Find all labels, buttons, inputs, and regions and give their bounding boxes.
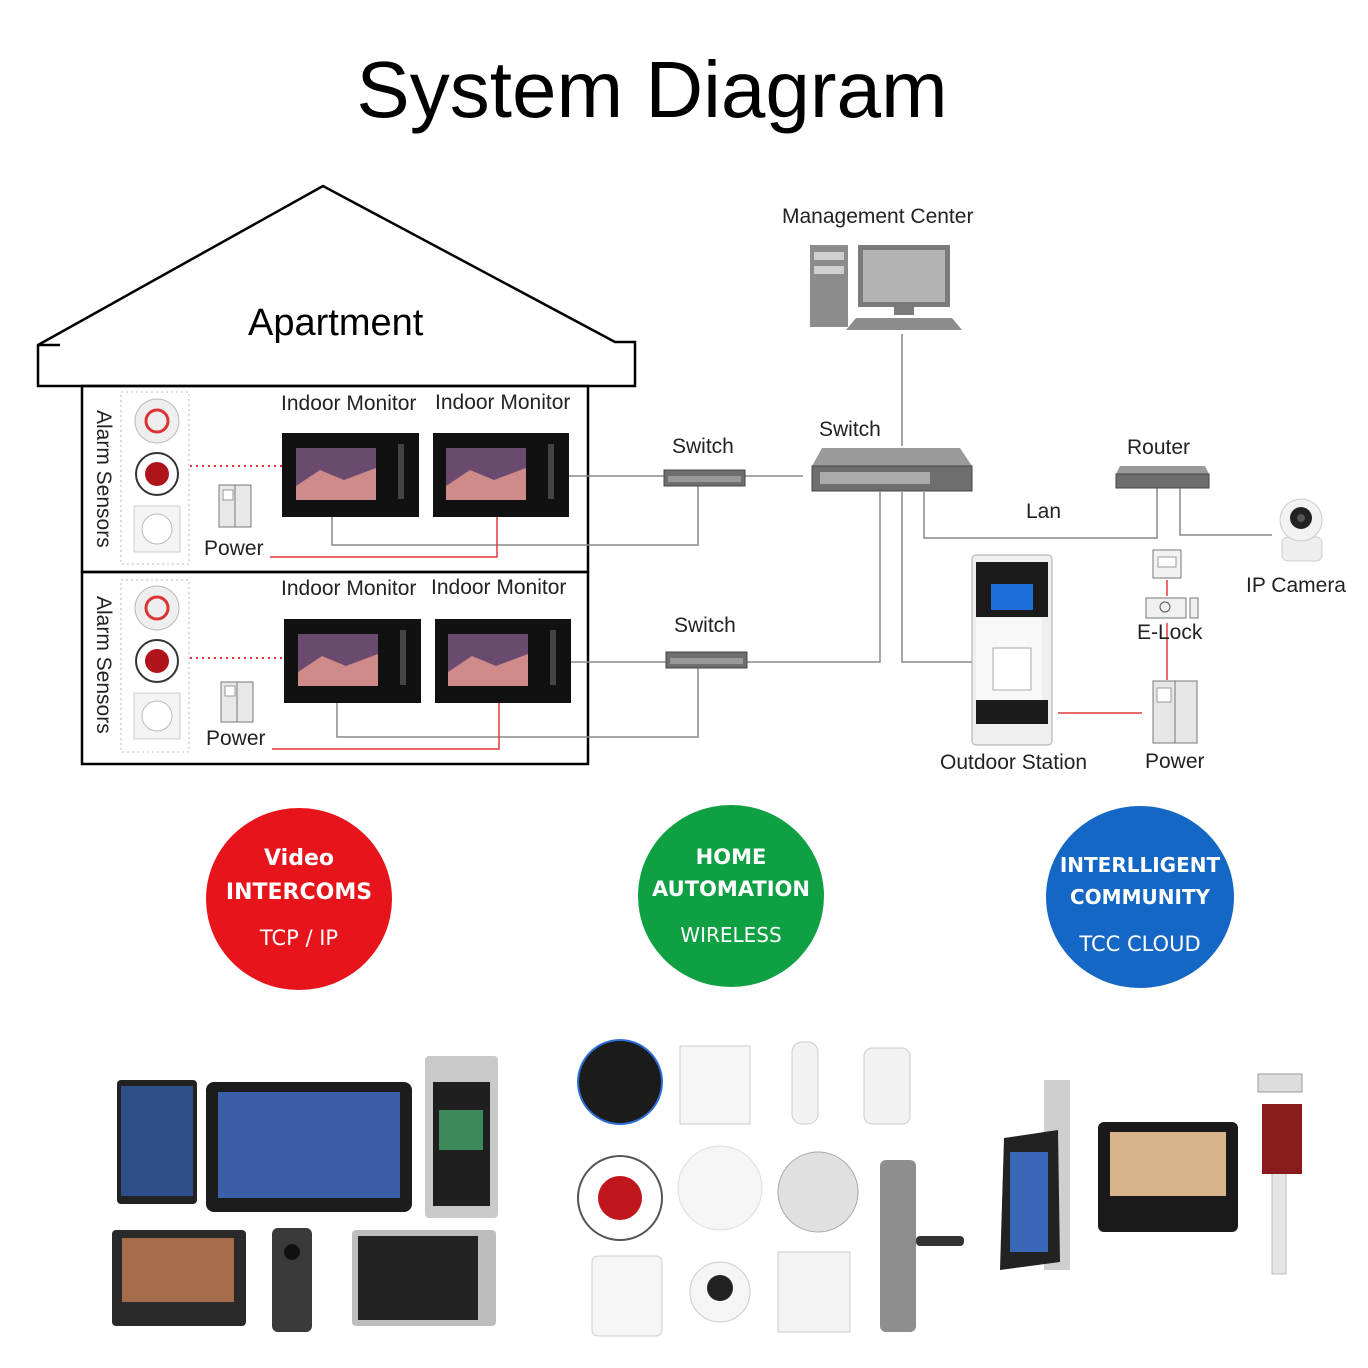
floor-2-switch-label: Switch [674, 614, 736, 637]
apartment-roof [36, 184, 637, 388]
curtain-switch-product [777, 1251, 851, 1333]
pir-sensor-product [863, 1047, 911, 1125]
floor-2-power-supply [220, 681, 254, 723]
floor-2-sensors-label: Alarm Sensors [92, 596, 115, 734]
badge-line3: TCP / IP [259, 926, 339, 950]
floor-2-monitor-2 [435, 619, 571, 703]
e-lock-icon [1145, 597, 1199, 619]
wall-switch-product [679, 1045, 751, 1125]
floor-2-sensors [120, 579, 190, 753]
home-automation-badge: HOME AUTOMATION WIRELESS [638, 805, 824, 987]
floor-1-monitor-2 [433, 433, 569, 517]
page-title: System Diagram [356, 45, 948, 134]
video-monitor-product [112, 1230, 246, 1326]
water-sensor-product [677, 1145, 763, 1231]
floor-2-switch-icon [665, 651, 748, 669]
touch-panel-product [352, 1230, 496, 1326]
floor-2-monitor-1 [284, 619, 421, 703]
floor-1-switch-label: Switch [672, 435, 734, 458]
ip-camera-icon [1279, 498, 1323, 562]
floor-1-monitor-2-label: Indoor Monitor [435, 391, 571, 414]
floor-2-power-label: Power [206, 727, 266, 750]
badge-line1: Video [264, 846, 334, 871]
badge-line3: WIRELESS [680, 923, 782, 947]
badge-line2: INTERCOMS [225, 880, 373, 905]
floor-1-sensors [120, 391, 190, 565]
core-switch-label: Switch [819, 418, 881, 441]
smoke-detector-product [777, 1151, 859, 1233]
doorbell-product [272, 1228, 312, 1332]
floor-2-monitor-2-label: Indoor Monitor [431, 576, 567, 599]
outdoor-station-icon [971, 554, 1053, 746]
management-center-pc-icon [810, 245, 962, 330]
smart-panel-product [206, 1082, 412, 1212]
outdoor-station-label: Outdoor Station [940, 751, 1088, 774]
parking-barrier-product [1257, 1073, 1303, 1275]
floor-2-box [80, 570, 590, 766]
smart-lock-product [880, 1160, 916, 1332]
floor-1-sensors-label: Alarm Sensors [92, 410, 115, 548]
router-label: Router [1127, 436, 1191, 459]
advertising-display-product [1098, 1122, 1238, 1232]
ip-camera-label: IP Camera [1246, 574, 1346, 597]
floor-1-power-supply [218, 484, 252, 528]
exit-button-icon [1152, 549, 1182, 579]
core-switch-icon [811, 448, 973, 492]
tablet-monitor-product [117, 1080, 197, 1204]
video-intercoms-badge: Video INTERCOMS TCP / IP [206, 808, 392, 990]
e-lock-label: E-Lock [1137, 621, 1203, 644]
floor-1-power-label: Power [204, 537, 264, 560]
apartment-label: Apartment [248, 302, 424, 344]
smart-hub-product [577, 1039, 663, 1125]
badge-line2: COMMUNITY [1069, 885, 1211, 909]
smoke-sensor-icon [134, 398, 180, 444]
door-contact-product [791, 1041, 819, 1125]
badge-line1: HOME [695, 845, 767, 869]
badge-line3: TCC CLOUD [1079, 932, 1201, 956]
face-recognition-terminal-product [1000, 1080, 1070, 1270]
floor-1-monitor-1-label: Indoor Monitor [281, 392, 417, 415]
smart-socket-product [591, 1255, 663, 1337]
floor-2-monitor-1-label: Indoor Monitor [281, 577, 417, 600]
door-station-product [425, 1056, 498, 1218]
router-icon [1115, 466, 1210, 489]
floor-1-switch-icon [663, 469, 746, 487]
product-gallery [112, 1039, 1303, 1337]
management-center-label: Management Center [782, 205, 974, 228]
badge-line2: AUTOMATION [652, 877, 810, 901]
power-supply-right-icon [1152, 680, 1198, 744]
floor-1-monitor-1 [282, 433, 419, 517]
badge-line1: INTERLLIGENT [1059, 853, 1221, 877]
lan-label: Lan [1026, 500, 1062, 523]
power-right-label: Power [1145, 750, 1205, 773]
intelligent-community-badge: INTERLLIGENT COMMUNITY TCC CLOUD [1046, 806, 1234, 988]
